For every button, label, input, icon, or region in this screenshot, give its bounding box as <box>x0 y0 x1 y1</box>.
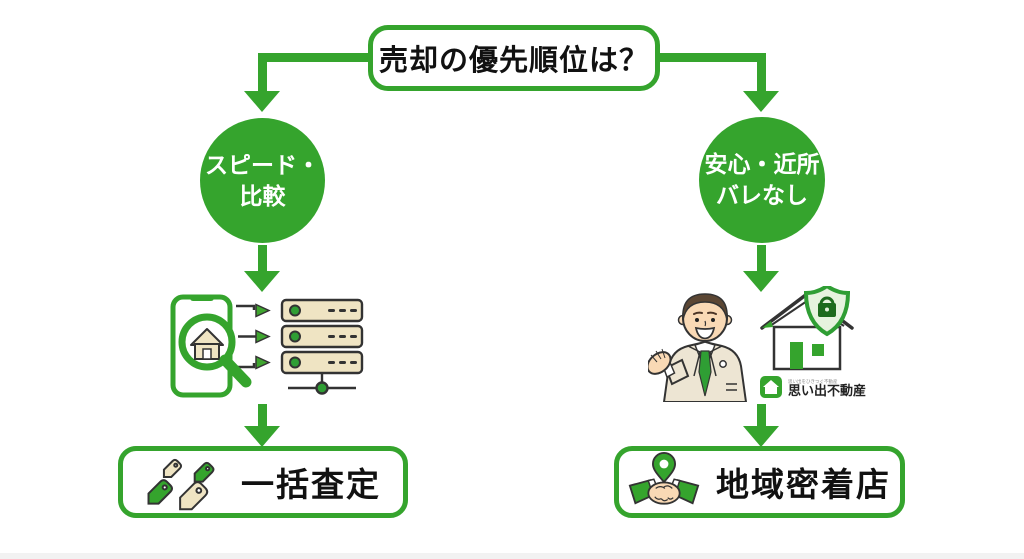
down-arrow-icon <box>743 91 779 112</box>
connector-right-horizontal <box>654 53 766 62</box>
location-pin-handshake-icon <box>628 452 700 505</box>
question-box: 売却の優先順位は？ <box>368 25 660 91</box>
down-arrow-icon <box>244 91 280 112</box>
connector-left-bottom <box>258 404 267 428</box>
down-arrow-icon <box>743 426 779 447</box>
brand-logo: 思い出をひきつぐ不動産 思い出不動産 <box>760 376 866 398</box>
connector-right-mid <box>757 245 766 273</box>
price-tags-icon <box>145 453 225 511</box>
condition-line2: バレなし <box>716 182 808 208</box>
condition-line1: スピード・ <box>205 151 320 178</box>
smartphone-search-to-servers-icon <box>170 294 364 398</box>
agent-person-icon <box>648 293 748 402</box>
condition-line2: 比較 <box>239 182 286 209</box>
result-label: 一括査定 <box>241 466 381 503</box>
condition-circle-privacy: 安心・近所 バレなし <box>699 117 825 243</box>
shield-lock-icon <box>803 286 851 337</box>
connector-left-mid <box>258 245 267 273</box>
question-text: 売却の優先順位は？ <box>378 45 649 77</box>
down-arrow-icon <box>244 271 280 292</box>
result-box-bulk-appraisal: 一括査定 <box>118 446 408 518</box>
footer-strip <box>0 553 1024 559</box>
connector-left-vertical <box>258 53 267 93</box>
condition-line1: 安心・近所 <box>704 151 820 177</box>
down-arrow-icon <box>743 271 779 292</box>
connector-right-bottom <box>757 404 766 428</box>
result-label: 地域密着店 <box>716 466 891 503</box>
logo-name: 思い出不動産 <box>788 383 866 398</box>
down-arrow-icon <box>244 426 280 447</box>
connector-right-vertical <box>757 53 766 93</box>
result-box-local-shop: 地域密着店 <box>614 446 905 518</box>
logo-tagline: 思い出をひきつぐ不動産 <box>788 378 838 385</box>
agent-with-shield-house-icon: 思い出をひきつぐ不動産 思い出不動産 <box>648 286 866 402</box>
condition-circle-speed: スピード・ 比較 <box>200 118 325 243</box>
connector-left-horizontal <box>258 53 372 62</box>
server-stack-icon <box>280 298 364 395</box>
